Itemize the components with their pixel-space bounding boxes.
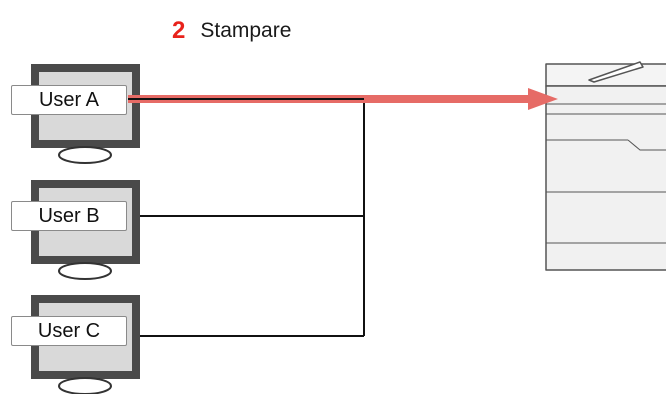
- step-label: Stampare: [200, 19, 292, 42]
- step-number: 2: [172, 17, 186, 44]
- printer-icon: [545, 61, 666, 271]
- user-a-label: User A: [11, 85, 127, 115]
- user-c-label: User C: [11, 316, 127, 346]
- print-job-arrow: [128, 88, 558, 110]
- network-lines: [140, 99, 365, 337]
- user-b-label: User B: [11, 201, 127, 231]
- step-heading: 2 Stampare: [172, 16, 291, 46]
